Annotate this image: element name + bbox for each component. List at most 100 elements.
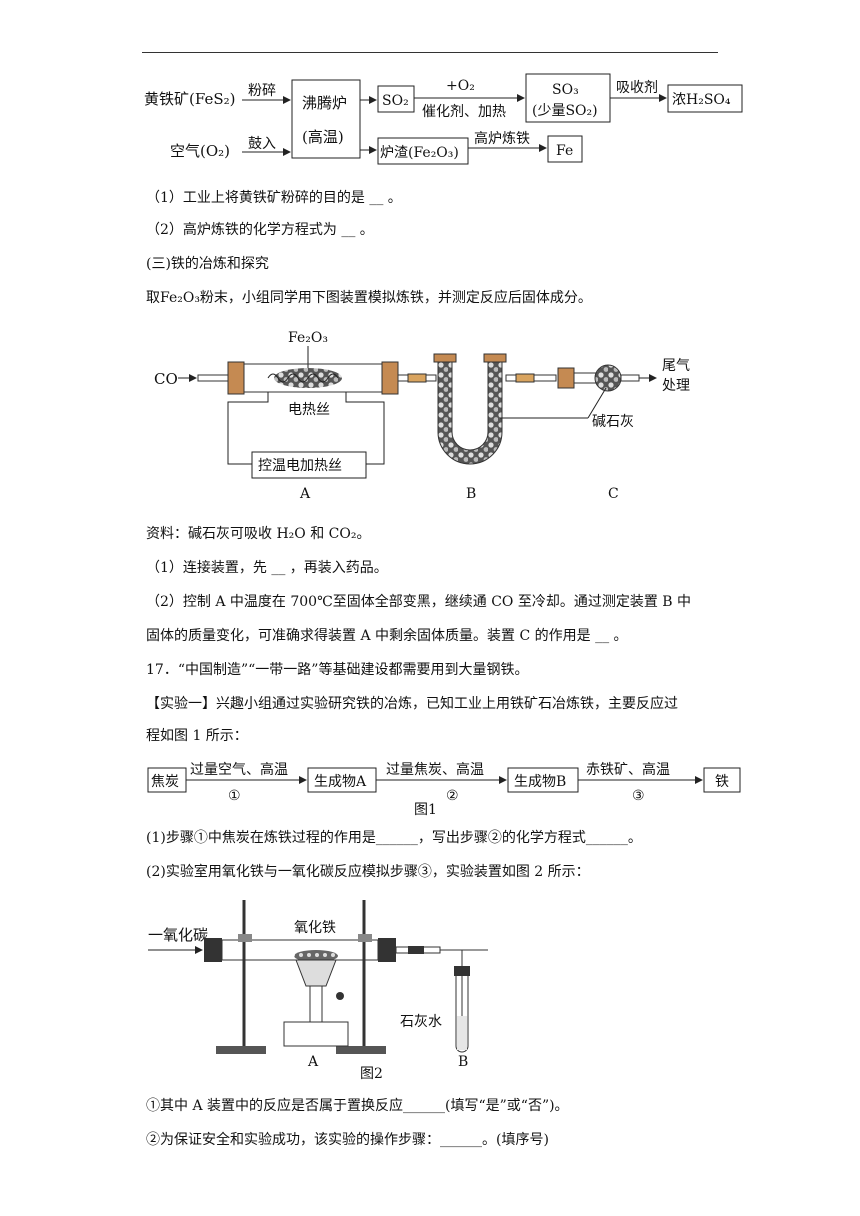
so2-label: SO₂ — [382, 93, 409, 109]
drying-tube-bulb — [594, 364, 622, 392]
product-b-label: 生成物B — [514, 774, 566, 790]
fe-box — [547, 135, 583, 163]
soda-lime-label: 碱石灰 — [592, 414, 634, 430]
right-clamp — [358, 934, 372, 942]
controller-box — [251, 451, 367, 479]
apparatus-diagram-2: 一氧化碳 氧化铁 A 石灰水 B 图2 — [148, 900, 488, 1082]
air-label: 空气(O₂) — [170, 142, 230, 160]
soda-lime-leader-c — [587, 387, 607, 419]
drying-tube-neck — [573, 372, 597, 384]
left-stopper — [227, 361, 245, 395]
experiment-1-line-2: 程如图 1 所示： — [146, 728, 248, 744]
label-a: A — [307, 1054, 319, 1070]
part-1: （1）连接装置，先 __ ，再装入药品。 — [146, 560, 388, 576]
header-rule — [142, 52, 718, 53]
intro-text: 取Fe₂O₃粉末，小组同学用下图装置模拟炼铁，并测定反应后固体成分。 — [146, 290, 592, 306]
right-plug — [378, 938, 396, 962]
blast-label: 高炉炼铁 — [474, 130, 530, 147]
absorbent-label: 吸收剂 — [616, 80, 658, 96]
left-stand-base — [216, 1046, 266, 1054]
fe-label: Fe — [556, 143, 573, 159]
label-b: B — [458, 1054, 468, 1070]
heating-coil — [267, 373, 339, 383]
catalyst-label: 催化剂、加热 — [422, 104, 506, 120]
question-1: （1）工业上将黄铁矿粉碎的目的是 __ 。 — [146, 190, 402, 206]
step-3-condition: 赤铁矿、高温 — [586, 761, 670, 778]
u-tube-right-stopper — [483, 353, 507, 363]
slag-box — [377, 137, 469, 165]
slag-label: 炉渣(Fe₂O₃) — [380, 145, 459, 161]
pyrite-label: 黄铁矿(FeS₂) — [144, 90, 235, 108]
burner-base — [283, 1021, 349, 1047]
check-1: ①其中 A 装置中的反应是否属于置换反应______(填写“是”或“否”)。 — [146, 1098, 569, 1114]
right-wire — [345, 392, 385, 465]
right-stand-base — [336, 1046, 386, 1054]
acid-label: 浓H₂SO₄ — [672, 92, 731, 108]
part-2-line-2: 固体的质量变化，可准确求得装置 A 中剩余固体质量。装置 C 的作用是 __ 。 — [146, 628, 628, 644]
plus-o2-label: +O₂ — [446, 78, 475, 94]
rubber-tube — [408, 946, 424, 954]
furnace-temp-label: (高温) — [302, 128, 344, 146]
left-wire — [227, 392, 269, 465]
so3-label: SO₃ — [552, 82, 579, 98]
furnace-label: 沸腾炉 — [302, 94, 347, 112]
question-17: 17．“中国制造”“一带一路”等基础建设都需要用到大量钢铁。 — [146, 662, 529, 678]
iron-oxide-powder — [294, 950, 338, 962]
section-heading: (三)铁的冶炼和探究 — [146, 256, 269, 272]
left-plug — [204, 938, 222, 962]
inlet-tube — [197, 374, 229, 382]
resource-note: 资料：碱石灰可吸收 H₂O 和 CO₂。 — [146, 526, 371, 542]
step-2-number: ② — [446, 788, 459, 804]
experiment-1-line-1: 【实验一】兴趣小组通过实验研究铁的冶炼，已知工业上用铁矿石冶炼铁，主要反应过 — [146, 696, 678, 712]
part-2-line-1: （2）控制 A 中温度在 700℃至固体全部变黑，继续通 CO 至冷却。通过测定… — [146, 594, 692, 610]
limewater-liquid — [457, 1016, 467, 1050]
label-c: C — [608, 486, 619, 502]
tail-gas-label-2: 处理 — [662, 378, 690, 394]
rubber-joint-1 — [407, 373, 427, 383]
co-inlet-label: CO — [154, 370, 178, 388]
rubber-joint-2 — [515, 373, 535, 383]
step-1-condition: 过量空气、高温 — [190, 761, 288, 778]
crush-label: 粉碎 — [248, 83, 276, 99]
drying-tube-stopper — [557, 367, 575, 389]
step-3-number: ③ — [632, 788, 645, 804]
so2-box — [377, 85, 415, 113]
heater-wire-label: 电热丝 — [288, 402, 330, 418]
acid-box — [667, 84, 743, 113]
u-tube-left-stopper — [433, 353, 457, 363]
iron-oxide-label: 氧化铁 — [294, 920, 336, 936]
product-a-label: 生成物A — [314, 774, 367, 790]
controller-label: 控温电加热丝 — [258, 458, 342, 474]
test-tube-stopper — [454, 966, 470, 976]
check-2: ②为保证安全和实验成功，该实验的操作步骤：______。(填序号) — [146, 1132, 549, 1148]
limewater-label: 石灰水 — [400, 1014, 442, 1030]
step-2-condition: 过量焦炭、高温 — [386, 761, 484, 778]
so3-sub-label: (少量SO₂) — [532, 103, 598, 119]
ironmaking-flow-diagram: 焦炭 过量空气、高温 ① 生成物A 过量焦炭、高温 ② 生成物B 赤铁矿、高温 … — [147, 761, 741, 818]
test-tube — [455, 976, 469, 1053]
figure-1-caption: 图1 — [414, 802, 437, 818]
iron-box — [703, 767, 741, 793]
coke-label: 焦炭 — [151, 774, 179, 790]
fe2o3-label: Fe₂O₃ — [288, 330, 328, 346]
figure-2-caption: 图2 — [360, 1066, 383, 1082]
label-a: A — [299, 486, 311, 502]
furnace-box — [291, 79, 361, 159]
right-stopper — [381, 361, 399, 395]
flame-mesh — [295, 959, 337, 987]
pyrite-process-flow-diagram: 黄铁矿(FeS₂) 空气(O₂) 粉碎 鼓入 沸腾炉 (高温) SO₂ +O₂ … — [144, 73, 743, 165]
sub-question-1: (1)步骤①中焦炭在炼铁过程的作用是______，写出步骤②的化学方程式____… — [146, 830, 642, 846]
u-tube — [437, 361, 503, 465]
gas-valve — [336, 992, 344, 1000]
co-label: 一氧化碳 — [148, 926, 208, 944]
sub-question-2: (2)实验室用氧化铁与一氧化碳反应模拟步骤③，实验装置如图 2 所示： — [146, 864, 590, 880]
blow-in-label: 鼓入 — [248, 136, 276, 152]
burner-tube — [309, 985, 323, 1023]
iron-label: 铁 — [715, 774, 729, 790]
apparatus-diagram-1: Fe₂O₃ CO 电热丝 控温电加热丝 A B 尾气 处理 碱石灰 C — [154, 330, 690, 502]
left-clamp — [238, 934, 252, 942]
question-2: （2）高炉炼铁的化学方程式为 __ 。 — [146, 222, 374, 238]
step-1-number: ① — [228, 788, 241, 804]
drying-tube-outlet — [620, 374, 640, 382]
label-b: B — [466, 486, 476, 502]
